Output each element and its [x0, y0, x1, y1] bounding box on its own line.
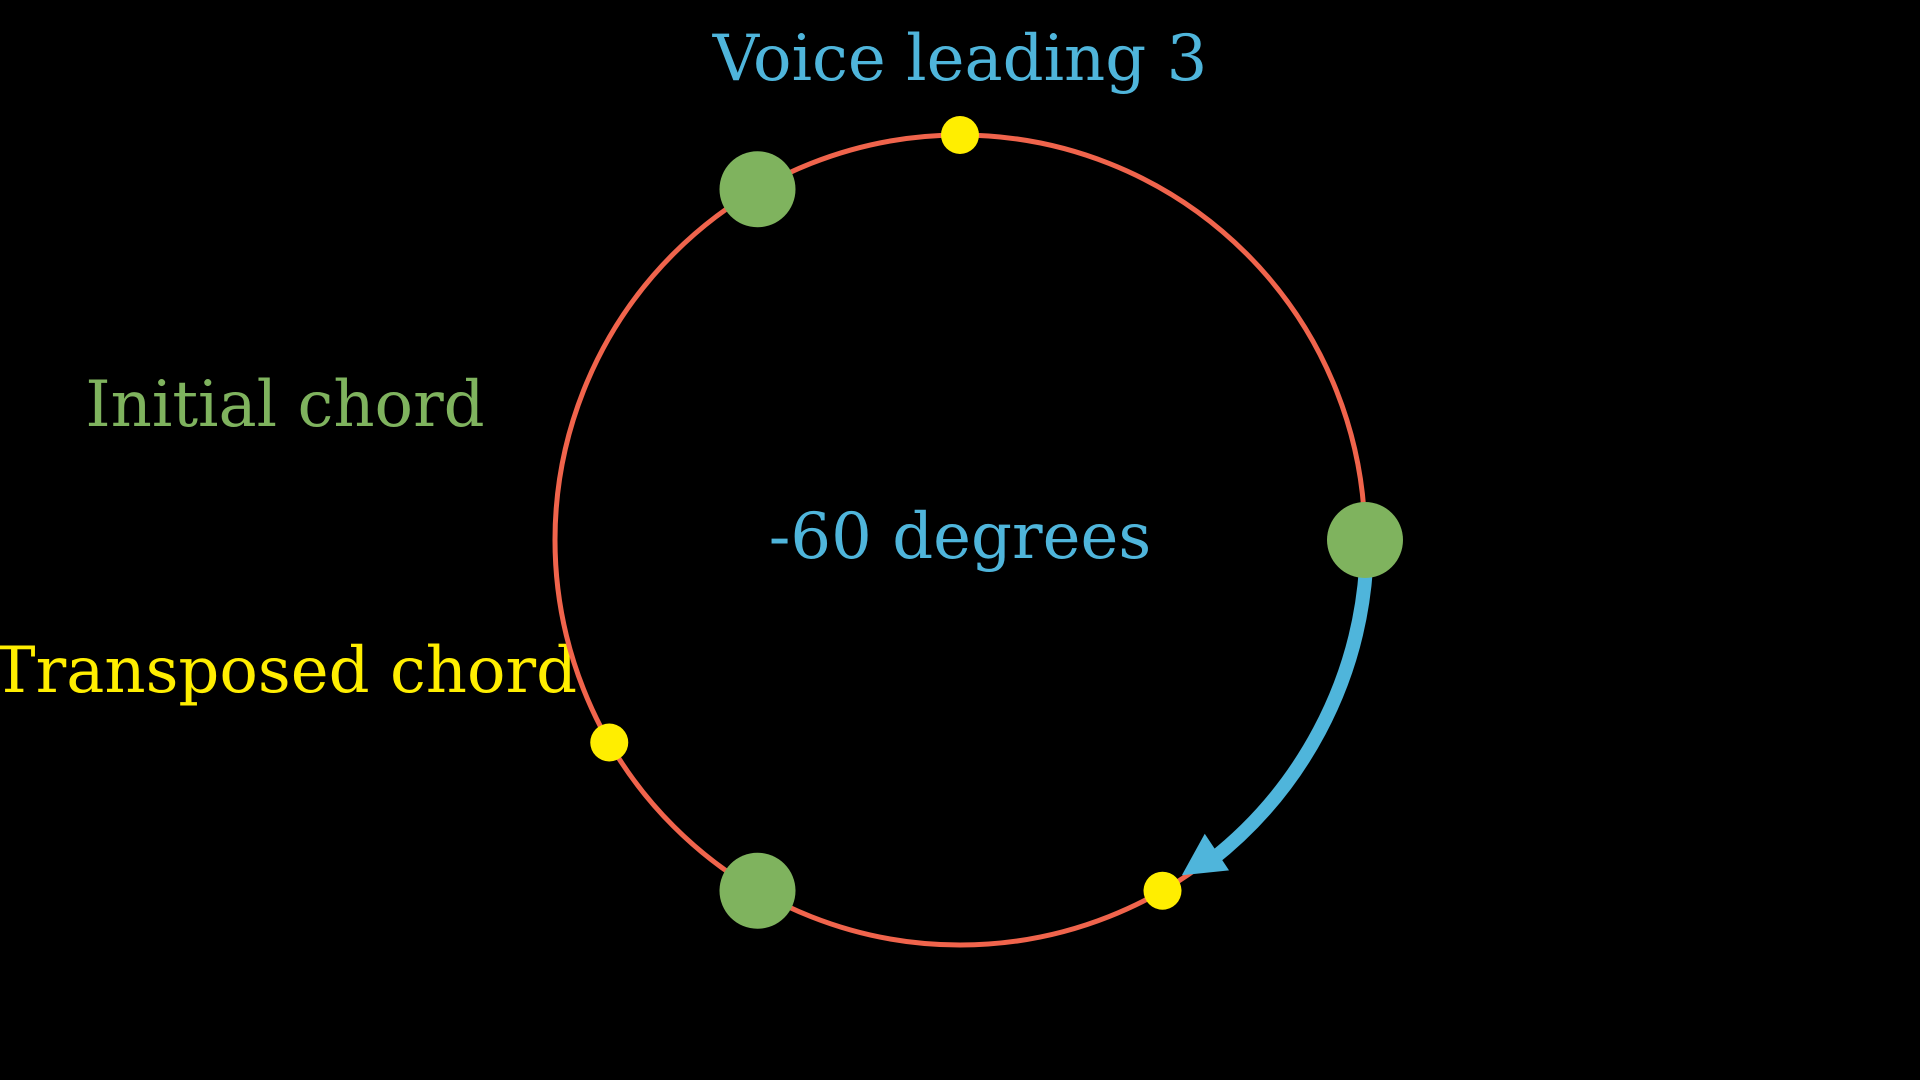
voice-leading-arrow-head [1181, 833, 1230, 876]
transposed-chord-point [590, 723, 629, 762]
rotation-degrees-label: -60 degrees [769, 500, 1151, 574]
transposed-chord-points [590, 116, 1182, 910]
voice-leading-arrow-shaft [1206, 567, 1373, 867]
initial-chord-label: Initial chord [85, 368, 484, 442]
initial-chord-point [1327, 502, 1403, 578]
initial-chord-points [719, 151, 1403, 929]
voice-leading-arrow [1181, 567, 1373, 876]
transposed-chord-label: Transposed chord [0, 634, 577, 708]
transposed-chord-point [1143, 871, 1182, 910]
diagram-title: Voice leading 3 [712, 22, 1208, 96]
initial-chord-point [719, 852, 796, 929]
transposed-chord-point [941, 116, 979, 154]
initial-chord-point [719, 151, 796, 228]
